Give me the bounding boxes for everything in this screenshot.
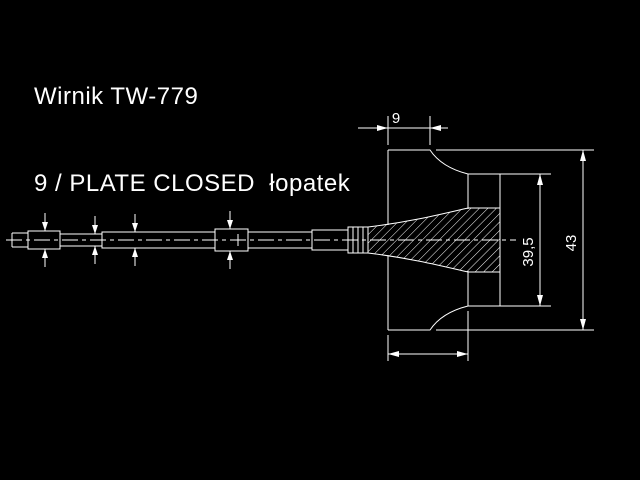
shaft-upper-profile xyxy=(12,226,368,235)
dim-hub-width-extensions xyxy=(387,311,469,361)
title-block: Wirnik TW-779 9 / PLATE CLOSED łopatek xyxy=(34,24,350,256)
shaft-diameter-arrows xyxy=(42,211,233,269)
shaft xyxy=(11,226,368,254)
title-line-2: 9 / PLATE CLOSED łopatek xyxy=(34,170,351,197)
title-line-1: Wirnik TW-779 xyxy=(34,83,199,110)
dim-tip-diameter: 43 xyxy=(436,149,594,331)
dim-blade-width-extensions xyxy=(387,116,431,145)
dim-disc-diameter-value: 39,5 xyxy=(520,237,537,266)
dim-hub-width xyxy=(387,311,469,361)
shaft-lower-profile xyxy=(12,245,368,254)
wheel-upper-outline xyxy=(388,149,500,175)
dim-disc-diameter-extensions xyxy=(472,173,551,307)
shaft-step-edges xyxy=(11,227,364,253)
dim-blade-width: 9 xyxy=(358,110,448,145)
dim-disc-diameter: 39,5 xyxy=(472,173,551,307)
dim-tip-diameter-value: 43 xyxy=(563,235,580,252)
turbine-wheel xyxy=(367,149,501,331)
dim-blade-width-value: 9 xyxy=(392,110,400,127)
wheel-lower-outline xyxy=(388,305,500,331)
dim-tip-diameter-extensions xyxy=(436,149,594,331)
